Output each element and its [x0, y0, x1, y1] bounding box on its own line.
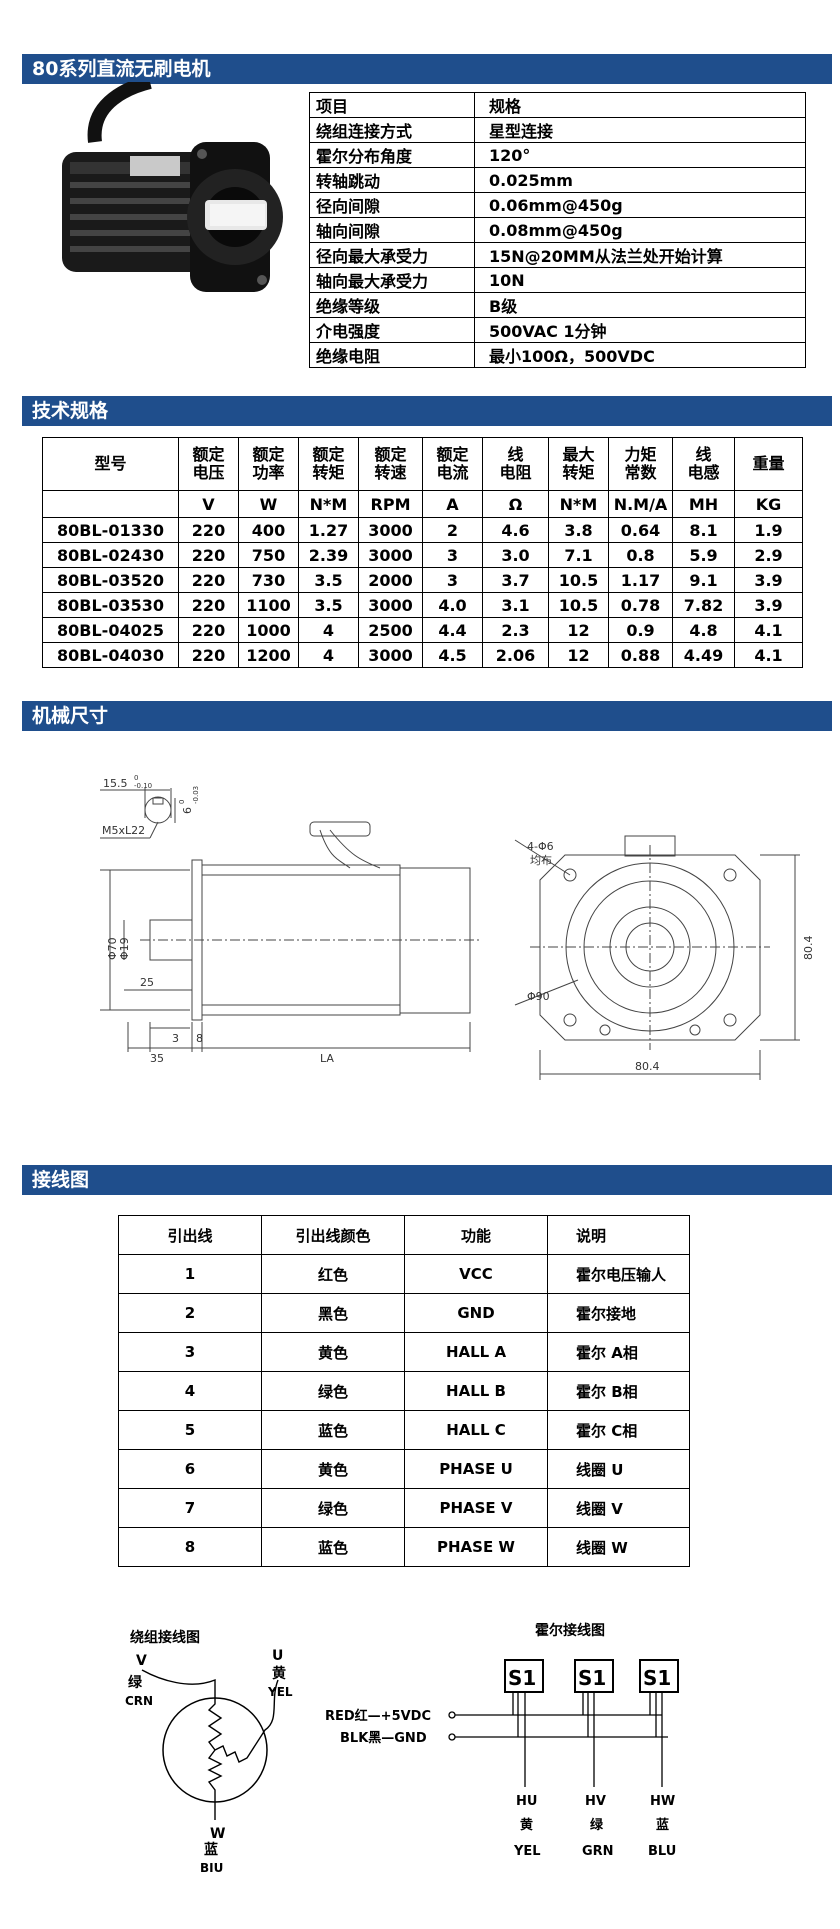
svg-text:YEL: YEL	[513, 1844, 541, 1859]
table-header-row: 型号 额定电压 额定功率 额定转矩 额定转速 额定电流 线电阻 最大转矩 力矩常…	[42, 437, 803, 491]
section-title-wiring: 接线图	[22, 1165, 832, 1195]
svg-text:HV: HV	[585, 1794, 606, 1809]
hall-sensor-v	[574, 1659, 614, 1693]
hall-diagram: 霍尔接线图 S1 S1 S1 RED红—+5VDC BLK黑—GND HU 黄 …	[325, 1622, 679, 1859]
svg-text:V: V	[136, 1653, 147, 1669]
svg-text:35: 35	[150, 1052, 164, 1065]
svg-text:Φ70: Φ70	[106, 937, 119, 960]
svg-text:-0.10: -0.10	[134, 782, 152, 790]
svg-text:绿: 绿	[128, 1674, 143, 1691]
section-title-dimensions: 机械尺寸	[22, 701, 832, 731]
svg-text:25: 25	[140, 976, 154, 989]
svg-text:S1: S1	[643, 1666, 671, 1690]
svg-text:黄: 黄	[520, 1817, 533, 1833]
motor-photo	[62, 82, 283, 292]
svg-text:W: W	[210, 1826, 225, 1842]
svg-text:BLU: BLU	[648, 1844, 676, 1859]
svg-text:6: 6	[181, 807, 194, 814]
svg-text:S1: S1	[578, 1666, 606, 1690]
table-header-row: 引出线引出线颜色功能说明	[118, 1215, 690, 1255]
hall-sensor-w	[639, 1659, 679, 1693]
svg-text:15.5: 15.5	[103, 777, 128, 790]
svg-text:GRN: GRN	[582, 1844, 614, 1859]
svg-text:霍尔接线图: 霍尔接线图	[535, 1622, 605, 1639]
svg-text:LA: LA	[320, 1052, 334, 1065]
svg-text:0: 0	[178, 800, 186, 804]
winding-diagram: 绕组接线图 V 绿 CRN U 黄 YEL W 蓝 BIU	[125, 1629, 293, 1875]
svg-text:-0.03: -0.03	[192, 786, 200, 804]
svg-text:BLK黑—GND: BLK黑—GND	[340, 1731, 427, 1746]
section-title-tech: 技术规格	[22, 396, 832, 426]
svg-text:80.4: 80.4	[802, 936, 815, 961]
svg-text:黄: 黄	[272, 1665, 286, 1682]
svg-text:蓝: 蓝	[204, 1841, 218, 1858]
svg-text:绿: 绿	[590, 1817, 604, 1833]
svg-text:BIU: BIU	[200, 1861, 223, 1875]
svg-text:3: 3	[172, 1032, 179, 1045]
hall-sensor-u	[504, 1659, 544, 1693]
table-unit-row: V W N*M RPM A Ω N*M N.M/A MH KG	[42, 490, 803, 518]
svg-text:均布: 均布	[530, 854, 552, 867]
svg-text:绕组接线图: 绕组接线图	[130, 1629, 200, 1646]
svg-text:CRN: CRN	[125, 1694, 153, 1708]
table-row: 绕组连接方式星型连接	[309, 117, 806, 143]
tech-spec-table: 型号 额定电压 额定功率 额定转矩 额定转速 额定电流 线电阻 最大转矩 力矩常…	[42, 437, 803, 668]
svg-text:Φ90: Φ90	[527, 990, 550, 1003]
table-row: 绝缘电阻最小100Ω，500VDC	[309, 342, 806, 368]
svg-text:80.4: 80.4	[635, 1060, 660, 1073]
svg-text:4-Φ6: 4-Φ6	[527, 840, 554, 853]
svg-text:蓝: 蓝	[656, 1817, 669, 1833]
table-row: 项目规格	[309, 92, 806, 118]
svg-text:S1: S1	[508, 1666, 536, 1690]
svg-text:8: 8	[196, 1032, 203, 1045]
svg-text:HW: HW	[650, 1794, 675, 1809]
svg-text:U: U	[272, 1648, 283, 1664]
svg-text:HU: HU	[516, 1794, 537, 1809]
svg-text:0: 0	[134, 774, 138, 782]
mechanical-drawing: 15.5 0 -0.10 6 0 -0.03 M5xL22 25 Φ70 Φ19…	[100, 774, 815, 1080]
svg-text:RED红—+5VDC: RED红—+5VDC	[325, 1708, 431, 1724]
svg-text:Φ19: Φ19	[118, 937, 131, 960]
svg-text:M5xL22: M5xL22	[102, 824, 145, 837]
section-title-motor: 80系列直流无刷电机	[22, 54, 832, 84]
svg-text:YEL: YEL	[267, 1685, 293, 1699]
